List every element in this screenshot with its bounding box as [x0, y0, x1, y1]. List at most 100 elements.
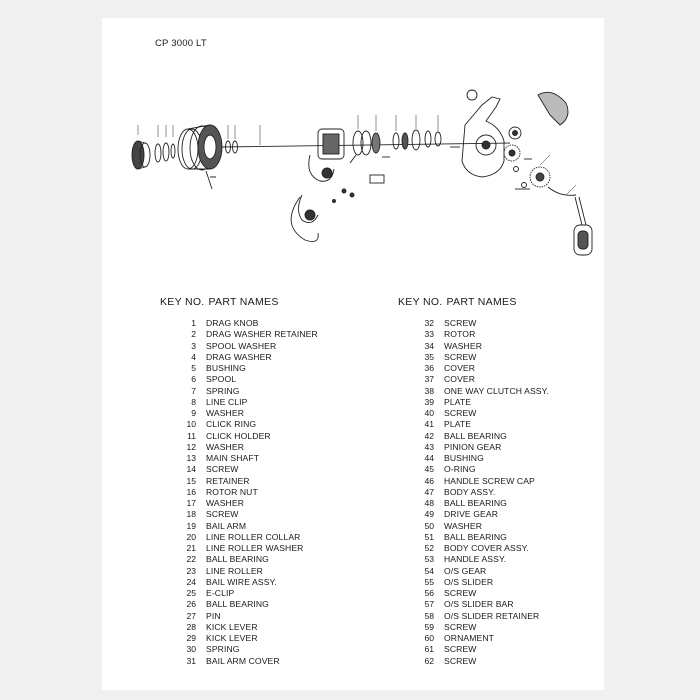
part-name: BUSHING — [444, 453, 484, 463]
part-row: 61 SCREW — [398, 644, 549, 655]
key-number: 17 — [186, 498, 196, 508]
key-number: 9 — [191, 408, 196, 418]
key-number: 38 — [424, 385, 434, 396]
key-number: 15 — [186, 475, 196, 486]
part-name: ROTOR NUT — [206, 486, 258, 497]
part-name: BAIL WIRE ASSY. — [206, 576, 277, 587]
key-number: 13 — [186, 453, 196, 463]
part-name: SCREW — [444, 621, 477, 632]
key-number: 32 — [424, 318, 434, 328]
part-name: KICK LEVER — [206, 621, 258, 632]
part-row: 17 WASHER — [160, 498, 318, 509]
part-row: 51 BALL BEARING — [398, 532, 549, 543]
key-number: 11 — [187, 430, 196, 441]
key-number: 16 — [186, 486, 196, 497]
part-row: 16 ROTOR NUT — [160, 487, 318, 498]
part-name: LINE CLIP — [206, 396, 248, 407]
part-name: SCREW — [444, 588, 477, 598]
part-names-heading: PART NAMES — [446, 296, 517, 308]
part-row: 22 BALL BEARING — [160, 554, 318, 565]
key-number: 28 — [186, 621, 196, 632]
key-number: 30 — [186, 644, 196, 655]
drag-knob-drawing — [131, 140, 151, 170]
key-number: 54 — [424, 565, 434, 576]
part-name: ONE WAY CLUTCH ASSY. — [444, 385, 549, 396]
part-row: 38 ONE WAY CLUTCH ASSY. — [398, 386, 549, 397]
key-number: 62 — [424, 655, 434, 666]
key-number: 21 — [186, 543, 196, 553]
exploded-view-diagram — [131, 89, 593, 256]
part-name: WASHER — [206, 498, 245, 508]
key-number: 29 — [186, 633, 196, 643]
part-row: 57 O/S SLIDER BAR — [398, 599, 549, 610]
part-name: CLICK HOLDER — [206, 430, 271, 441]
part-name: DRIVE GEAR — [444, 509, 499, 520]
part-row: 50 WASHER — [398, 521, 549, 532]
part-row: 55 O/S SLIDER — [398, 577, 549, 588]
part-name: SCREW — [444, 655, 477, 666]
key-number: 20 — [186, 531, 196, 542]
key-number: 12 — [186, 441, 196, 452]
key-number: 56 — [424, 588, 434, 598]
key-number: 57 — [424, 599, 434, 610]
part-name: BAIL ARM — [206, 520, 247, 531]
key-number: 50 — [424, 520, 434, 531]
bail-wire-drawing — [290, 196, 319, 242]
part-row: 8 LINE CLIP — [160, 397, 318, 408]
part-name: O/S SLIDER BAR — [444, 599, 514, 610]
key-number: 42 — [424, 430, 434, 441]
key-number: 48 — [424, 498, 434, 508]
key-number: 3 — [191, 340, 196, 351]
part-name: HANDLE ASSY. — [444, 554, 507, 565]
key-number: 47 — [424, 486, 434, 497]
key-number: 33 — [424, 329, 434, 340]
column-header: KEY NO.PART NAMES — [160, 296, 318, 316]
key-number: 51 — [424, 531, 434, 542]
part-name: WASHER — [444, 520, 483, 531]
part-name: PIN — [206, 610, 221, 621]
part-name: BODY COVER ASSY. — [444, 543, 529, 553]
part-name: DRAG WASHER RETAINER — [206, 329, 318, 340]
key-number: 8 — [191, 396, 196, 407]
part-name: BALL BEARING — [444, 531, 507, 542]
part-name: RETAINER — [206, 475, 250, 486]
part-name: BALL BEARING — [206, 554, 269, 565]
part-name: O/S SLIDER — [444, 576, 494, 587]
part-row: 3 SPOOL WASHER — [160, 341, 318, 352]
key-number: 37 — [424, 374, 434, 385]
key-number: 10 — [186, 419, 196, 430]
key-number: 61 — [424, 644, 434, 655]
key-number: 22 — [186, 554, 196, 565]
key-number: 44 — [424, 453, 434, 463]
part-name: ORNAMENT — [444, 633, 494, 643]
part-name: CLICK RING — [206, 419, 257, 430]
handle-drawing — [547, 186, 593, 256]
part-name: SCREW — [444, 644, 477, 655]
part-name: O/S GEAR — [444, 565, 487, 576]
key-number: 58 — [424, 610, 434, 621]
part-name: SPOOL WASHER — [206, 340, 277, 351]
key-number: 31 — [186, 655, 196, 666]
key-number: 55 — [424, 576, 434, 587]
column-header: KEY NO.PART NAMES — [398, 296, 549, 316]
part-name: LINE ROLLER WASHER — [206, 543, 304, 553]
part-name: COVER — [444, 363, 476, 373]
